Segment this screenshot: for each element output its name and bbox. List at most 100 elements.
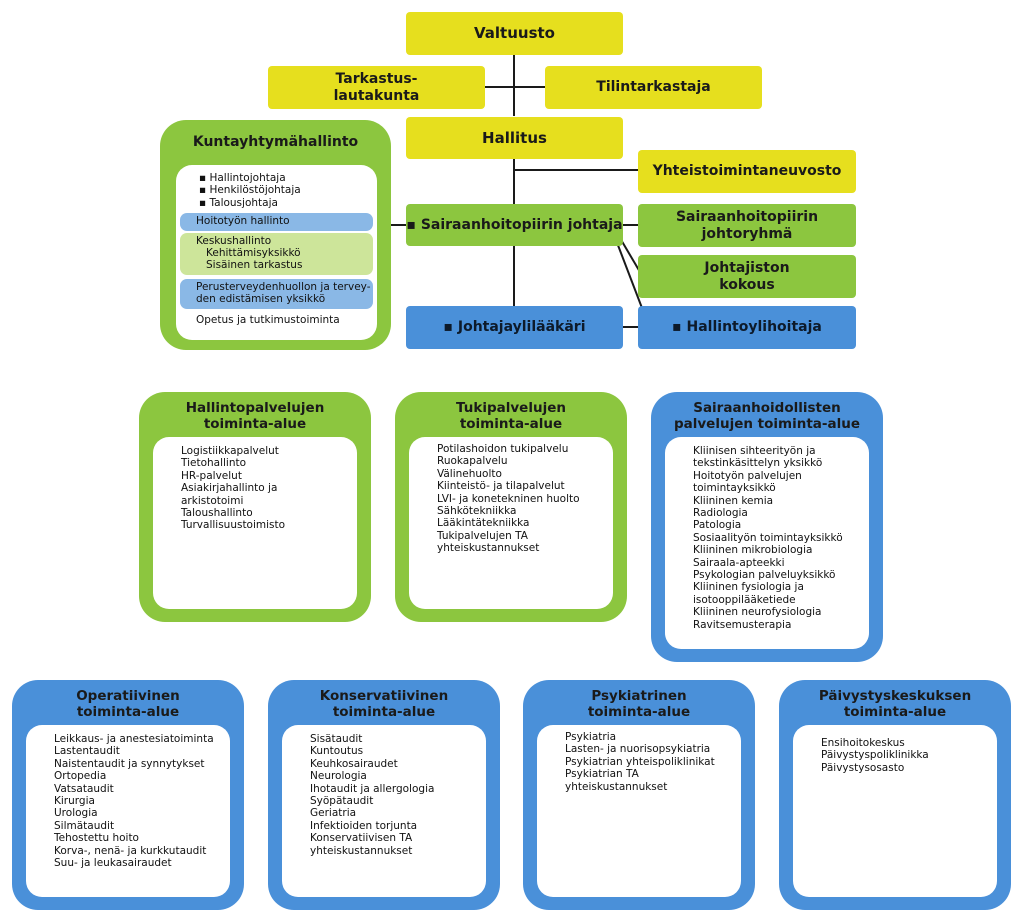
diagonal-to-kokous	[619, 237, 641, 273]
list-item: Lasten- ja nuorisopsykiatria	[565, 743, 711, 756]
list-item: Potilashoidon tukipalvelu	[437, 443, 569, 455]
area-sairaanhoidolliset-title: Sairaanhoidollisten palvelujen toiminta-…	[651, 400, 883, 432]
list-item: Sisätaudit	[310, 733, 363, 745]
list-item: Kirurgia	[54, 795, 95, 808]
list-item: Silmätaudit	[54, 819, 115, 832]
area-title-line2: palvelujen toiminta-alue	[673, 416, 861, 432]
hoitotyon-hallinto-band: Hoitotyön hallinto	[180, 213, 373, 231]
area-tukipalvelut-title: Tukipalvelujen toiminta-alue	[395, 400, 627, 432]
list-item: Taloushallinto	[181, 507, 253, 520]
list-item: Päivystyspoliklinikka	[821, 749, 929, 762]
connector-johtoryhma	[622, 224, 638, 226]
list-item: Turvallisuustoimisto	[181, 519, 286, 532]
keskushallinto-label: Keskushallinto	[196, 234, 272, 247]
list-item: HR-palvelut	[181, 469, 242, 482]
list-item: Kliininen mikrobiologia	[693, 544, 813, 557]
list-item: Psykiatrian TA	[565, 768, 639, 781]
list-item: Ruokapalvelu	[437, 455, 508, 468]
list-item: Kiinteistö- ja tilapalvelut	[437, 480, 565, 493]
list-item: Asiakirjahallinto ja	[181, 482, 278, 495]
area-operatiivinen: Operatiivinen toiminta-alue Leikkaus- ja…	[12, 680, 244, 910]
list-item: Logistiikkapalvelut	[181, 445, 279, 457]
list-item: Psykologian palveluyksikkö	[693, 569, 836, 582]
area-title-line1: Operatiivinen	[76, 688, 180, 704]
area-title-line1: Konservatiivinen	[319, 688, 449, 704]
sairaanhoitopiirin-johtaja-box: ▪ Sairaanhoitopiirin johtaja	[406, 204, 623, 246]
bullet-hallintojohtaja: ▪ Hallintojohtaja	[199, 172, 286, 184]
list-item: Ensihoitokeskus	[821, 737, 905, 749]
connector-bottom-row	[622, 326, 638, 328]
johtajaylilaakari-box: ▪ Johtajaylilääkäri	[406, 306, 623, 349]
list-item: Lastentaudit	[54, 745, 120, 758]
list-item: toimintayksikkö	[693, 482, 776, 495]
list-item: Kliininen neurofysiologia	[693, 606, 822, 619]
connector-vertical-lower	[513, 246, 515, 308]
list-item: Päivystysosasto	[821, 761, 905, 774]
list-item: Tietohallinto	[181, 457, 247, 470]
area-hallintopalvelut-title: Hallintopalvelujen toiminta-alue	[139, 400, 371, 432]
area-hallintopalvelut: Hallintopalvelujen toiminta-alue Logisti…	[139, 392, 371, 622]
list-item: Kliinisen sihteerityön ja	[693, 445, 816, 457]
list-item: Välinehuolto	[437, 467, 502, 480]
tilintarkastaja-box: Tilintarkastaja	[545, 66, 762, 109]
list-item: Kliininen fysiologia ja	[693, 581, 804, 594]
list-item: Vatsataudit	[54, 782, 114, 795]
connector-kuntayhtyma	[391, 224, 407, 226]
list-item: Hoitotyön palvelujen	[693, 469, 802, 482]
connector-tarkastus-tilintarkastaja	[484, 86, 545, 88]
list-item: LVI- ja konetekninen huolto	[437, 492, 580, 505]
sisainen-tarkastus-label: Sisäinen tarkastus	[206, 259, 303, 272]
area-title-line1: Tukipalvelujen	[456, 400, 566, 416]
connector-vertical-hallitus	[513, 158, 515, 206]
list-item: Lääkintätekniikka	[437, 517, 530, 530]
area-title-line2: toiminta-alue	[843, 704, 947, 720]
johtajiston-kokous-box: Johtajiston kokous	[638, 255, 856, 298]
area-title-line2: toiminta-alue	[203, 416, 307, 432]
list-item: Kuntoutus	[310, 745, 364, 758]
valtuusto-box: Valtuusto	[406, 12, 623, 55]
kuntayhtymahallinto-inner: ▪ Hallintojohtaja ▪ Henkilöstöjohtaja ▪ …	[176, 165, 377, 340]
list-item: Neurologia	[310, 770, 367, 783]
perusterveys-line2: den edistämisen yksikkö	[196, 293, 326, 306]
area-paivystyskeskus: Päivystyskeskuksen toiminta-alue Ensihoi…	[779, 680, 1011, 910]
list-item: yhteiskustannukset	[310, 844, 413, 857]
list-item: Ortopedia	[54, 770, 107, 783]
list-item: Tukipalvelujen TA	[437, 529, 528, 542]
kuntayhtymahallinto-bullets: ▪ Hallintojohtaja ▪ Henkilöstöjohtaja ▪ …	[176, 169, 377, 211]
connector-vertical-main	[513, 54, 515, 116]
hallintoylihoitaja-box: ▪ Hallintoylihoitaja	[638, 306, 856, 349]
list-item: Suu- ja leukasairaudet	[54, 857, 172, 870]
area-konservatiivinen: Konservatiivinen toiminta-alue Sisätaudi…	[268, 680, 500, 910]
list-item: Infektioiden torjunta	[310, 819, 418, 832]
area-title-line1: Sairaanhoidollisten	[693, 400, 841, 416]
area-title-line2: toiminta-alue	[76, 704, 180, 720]
perusterveys-band: Perusterveydenhuollon ja tervey- den edi…	[180, 278, 373, 309]
kuntayhtymahallinto-title: Kuntayhtymähallinto	[192, 134, 359, 150]
list-item: Sosiaalityön toimintayksikkö	[693, 531, 843, 544]
list-item: Syöpätaudit	[310, 795, 374, 808]
bullet-talousjohtaja: ▪ Talousjohtaja	[199, 196, 278, 209]
area-paivystyskeskus-title: Päivystyskeskuksen toiminta-alue	[779, 688, 1011, 720]
list-item: Keuhkosairaudet	[310, 757, 398, 770]
list-item: tekstinkäsittelyn yksikkö	[693, 457, 823, 470]
area-title-line2: toiminta-alue	[332, 704, 436, 720]
keskushallinto-band: Keskushallinto Kehittämisyksikkö Sisäine…	[180, 232, 373, 275]
area-title-line2: toiminta-alue	[587, 704, 691, 720]
list-item: Leikkaus- ja anestesiatoiminta	[54, 733, 214, 745]
hoitotyon-hallinto-label: Hoitotyön hallinto	[196, 215, 290, 228]
area-sairaanhoidolliset: Sairaanhoidollisten palvelujen toiminta-…	[651, 392, 883, 662]
diagonal-to-hallintoylihoitaja	[615, 239, 643, 309]
kuntayhtymahallinto-panel: Kuntayhtymähallinto ▪ Hallintojohtaja ▪ …	[160, 120, 391, 350]
area-psykiatrinen-title: Psykiatrinen toiminta-alue	[523, 688, 755, 720]
list-item: Ihotaudit ja allergologia	[310, 782, 435, 795]
